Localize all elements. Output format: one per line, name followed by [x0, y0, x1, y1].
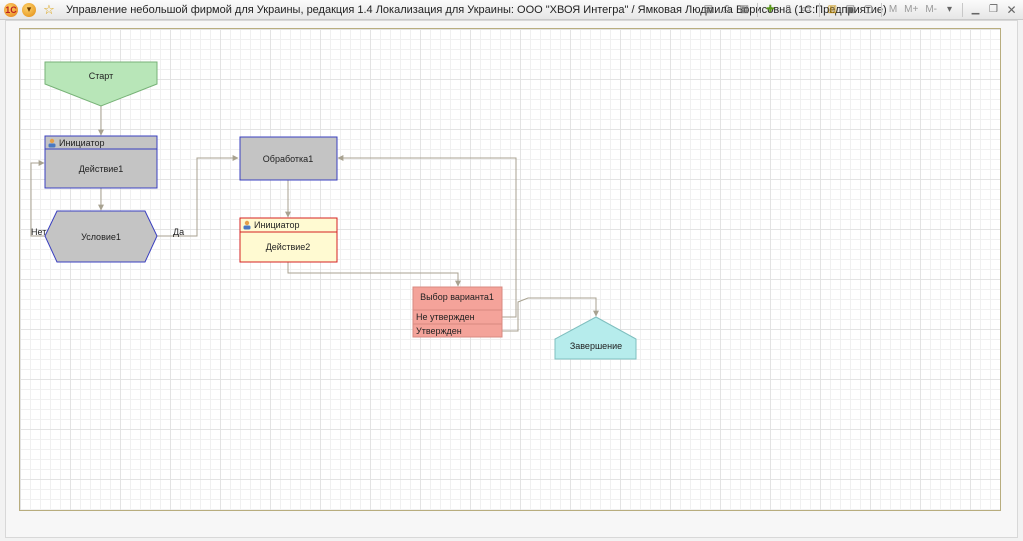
toolbar-separator	[818, 2, 820, 17]
app-logo-icon[interactable]: 1С	[4, 2, 18, 17]
toolbar-separator	[756, 2, 758, 17]
action2-shape	[239, 217, 338, 263]
document-icon[interactable]: ▤	[703, 4, 714, 15]
start-shape	[44, 61, 158, 107]
memory-button[interactable]: M	[888, 4, 898, 15]
end-shape	[554, 316, 637, 360]
action1-header: Инициатор	[59, 138, 105, 148]
dropdown-arrow-icon[interactable]: ▾	[946, 4, 953, 15]
start-node[interactable]: Старт	[44, 61, 158, 107]
processing1-shape	[239, 136, 338, 181]
user-icon	[243, 220, 251, 230]
favorite-add-icon[interactable]: ✚	[766, 4, 775, 15]
connector-approved[interactable]	[502, 297, 599, 332]
memory-plus-button[interactable]: M+	[904, 4, 919, 15]
action2-header: Инициатор	[254, 220, 300, 230]
action2-label: Действие2	[266, 242, 311, 252]
action1-shape	[44, 135, 158, 189]
connector-not-approved[interactable]	[337, 155, 517, 318]
condition1-node[interactable]: Условие1	[44, 210, 158, 263]
calendar-icon[interactable]: ▣	[845, 4, 856, 15]
choice1-label: Выбор варианта1	[420, 292, 494, 302]
window-titlebar: 1С ▾ ☆ Управление небольшой фирмой для У…	[0, 0, 1023, 20]
condition1-shape	[44, 210, 158, 263]
preview-icon[interactable]: ▦	[739, 4, 750, 15]
connector-condition1-yes[interactable]	[157, 155, 239, 237]
condition1-no-label: Нет	[31, 227, 46, 237]
condition1-label: Условие1	[81, 232, 121, 242]
diagram-grid[interactable]	[19, 28, 1001, 511]
condition1-yes-label: Да	[173, 227, 184, 237]
toolbar-separator	[880, 2, 882, 17]
action1-node[interactable]: Инициатор Действие1	[44, 135, 158, 189]
action1-label: Действие1	[79, 164, 124, 174]
end-node[interactable]: Завершение	[554, 316, 637, 360]
titlebar-tools: ▤ ⎙ ▦ ✚ ▯ ▭ ▥ ▣ ▢ M M+ M- ▾ ▁ ❐ ✕	[701, 2, 1019, 17]
user-icon	[48, 138, 56, 148]
connector-condition1-no[interactable]	[30, 160, 45, 237]
calculator-icon[interactable]: ▥	[827, 4, 838, 15]
choice1-shape	[412, 286, 503, 338]
main-menu-icon[interactable]: ▾	[22, 2, 36, 17]
toolbar-separator	[962, 2, 963, 17]
minimize-icon[interactable]: ▁	[971, 4, 980, 15]
print-icon[interactable]: ⎙	[722, 4, 731, 15]
processing1-node[interactable]: Обработка1	[239, 136, 338, 181]
choice1-option-approved[interactable]: Утвержден	[416, 326, 462, 336]
choice1-option-not-approved[interactable]: Не утвержден	[416, 312, 475, 322]
end-label: Завершение	[570, 341, 622, 351]
processing1-label: Обработка1	[263, 154, 313, 164]
favorites-star-icon[interactable]: ☆	[43, 1, 55, 17]
action2-node[interactable]: Инициатор Действие2	[239, 217, 338, 263]
connector-action2-choice1[interactable]	[287, 262, 461, 287]
window-title: Управление небольшой фирмой для Украины,…	[66, 3, 887, 16]
start-label: Старт	[89, 71, 113, 81]
info-icon[interactable]: ▢	[863, 4, 874, 15]
copy-icon[interactable]: ▭	[801, 4, 812, 15]
close-icon[interactable]: ✕	[1006, 2, 1017, 17]
memory-minus-button[interactable]: M-	[925, 4, 937, 15]
connectors	[30, 106, 599, 332]
choice1-node[interactable]: Выбор варианта1 Не утвержден Утвержден	[412, 286, 503, 338]
link-icon[interactable]: ▯	[785, 4, 792, 15]
restore-icon[interactable]: ❐	[989, 4, 998, 15]
